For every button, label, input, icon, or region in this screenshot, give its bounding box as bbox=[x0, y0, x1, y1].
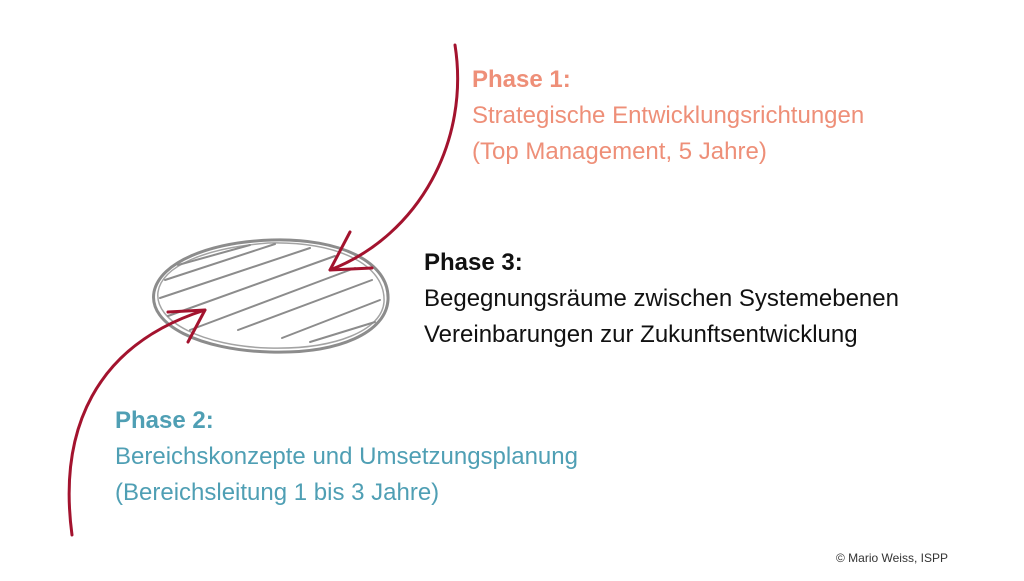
phase3-detail: Vereinbarungen zur Zukunftsentwicklung bbox=[424, 321, 858, 348]
meeting-space-ellipse bbox=[152, 238, 390, 354]
phase2-text: Phase 2: Bereichskonzepte und Umsetzungs… bbox=[115, 403, 578, 511]
phase1-text: Phase 1: Strategische Entwicklungsrichtu… bbox=[472, 62, 864, 170]
arrow-phase1-to-center bbox=[328, 43, 460, 272]
phase3-text: Phase 3: Begegnungsräume zwischen System… bbox=[424, 245, 899, 353]
phase2-description: Bereichskonzepte und Umsetzungsplanung bbox=[115, 443, 578, 470]
phase1-title: Phase 1: bbox=[472, 66, 571, 93]
phase1-description: Strategische Entwicklungsrichtungen bbox=[472, 102, 865, 129]
copyright-credit: © Mario Weiss, ISPP bbox=[836, 551, 948, 565]
phase1-detail: (Top Management, 5 Jahre) bbox=[472, 138, 767, 165]
phase2-detail: (Bereichsleitung 1 bis 3 Jahre) bbox=[115, 479, 440, 506]
phase3-description: Begegnungsräume zwischen Systemebenen bbox=[424, 285, 899, 312]
ellipse-hatching bbox=[159, 243, 381, 343]
arrow-phase2-to-center bbox=[67, 308, 207, 537]
phase2-title: Phase 2: bbox=[115, 407, 214, 434]
phase3-title: Phase 3: bbox=[424, 249, 523, 276]
